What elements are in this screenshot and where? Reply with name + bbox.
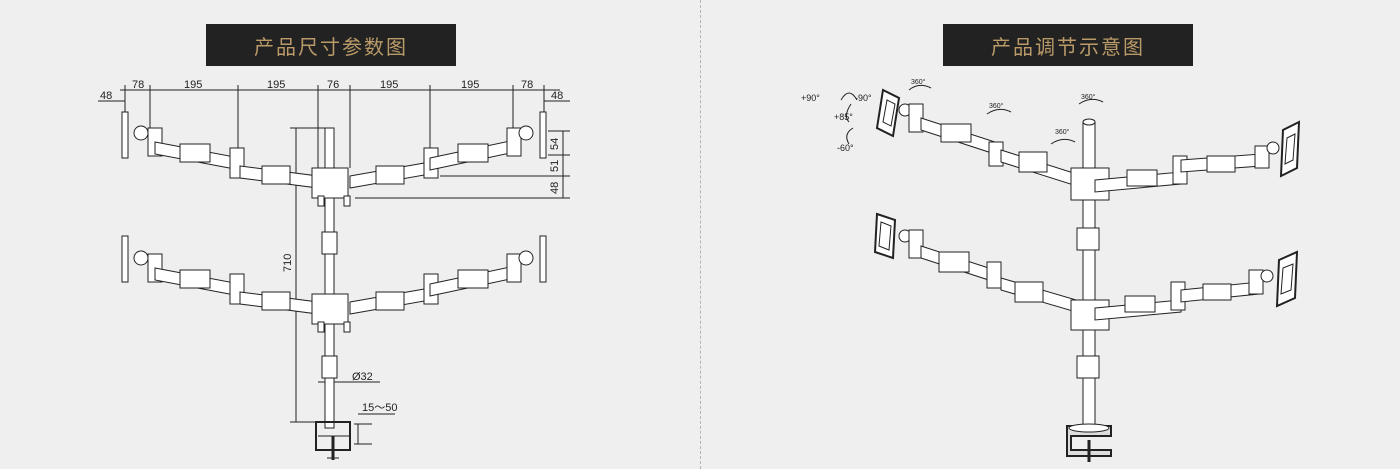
dimension-drawing: 48 78 195 195 76 195 195 78 48 54 51 48 …: [98, 79, 570, 460]
dim-48-right: 48: [551, 90, 563, 102]
dimension-text: 48 78 195 195 76 195 195 78 48 54 51 48 …: [100, 79, 563, 414]
dim-195-d: 195: [461, 79, 479, 91]
adjustment-title: 产品调节示意图: [943, 24, 1193, 66]
dim-51: 51: [549, 160, 561, 172]
label-plus85: +85°: [834, 112, 853, 122]
dimension-panel: 产品尺寸参数图: [98, 24, 570, 460]
dim-clamp-range: 15～50: [362, 402, 397, 414]
dim-48-left: 48: [100, 90, 112, 102]
dim-48-side: 48: [549, 182, 561, 194]
dim-195-b: 195: [267, 79, 285, 91]
rotation-arrows: [840, 84, 1104, 145]
dim-78-right: 78: [521, 79, 533, 91]
dim-diameter: Ø32: [352, 371, 373, 383]
adjustment-panel: 产品调节示意图: [701, 0, 1400, 469]
front-view-mount: [121, 111, 547, 460]
rotation-labels: +90° -90° +85° -60° 360° 360° 360° 360°: [801, 78, 1096, 153]
dim-195-c: 195: [380, 79, 398, 91]
dim-710: 710: [282, 254, 294, 272]
dim-76: 76: [327, 79, 339, 91]
label-360-d: 360°: [1081, 93, 1096, 101]
adjustment-drawing: +90° -90° +85° -60° 360° 360° 360° 360°: [801, 78, 1301, 462]
label-minus60: -60°: [837, 143, 854, 153]
label-minus90: -90°: [855, 93, 872, 103]
label-plus90: +90°: [801, 93, 820, 103]
perspective-mount: [873, 88, 1301, 462]
dimension-title: 产品尺寸参数图: [206, 24, 456, 66]
dim-78-left: 78: [132, 79, 144, 91]
label-360-c: 360°: [1055, 128, 1070, 136]
label-360-b: 360°: [989, 102, 1004, 110]
label-360-a: 360°: [911, 78, 926, 86]
panel-divider: [700, 0, 701, 469]
dim-195-a: 195: [184, 79, 202, 91]
dim-54: 54: [549, 138, 561, 150]
